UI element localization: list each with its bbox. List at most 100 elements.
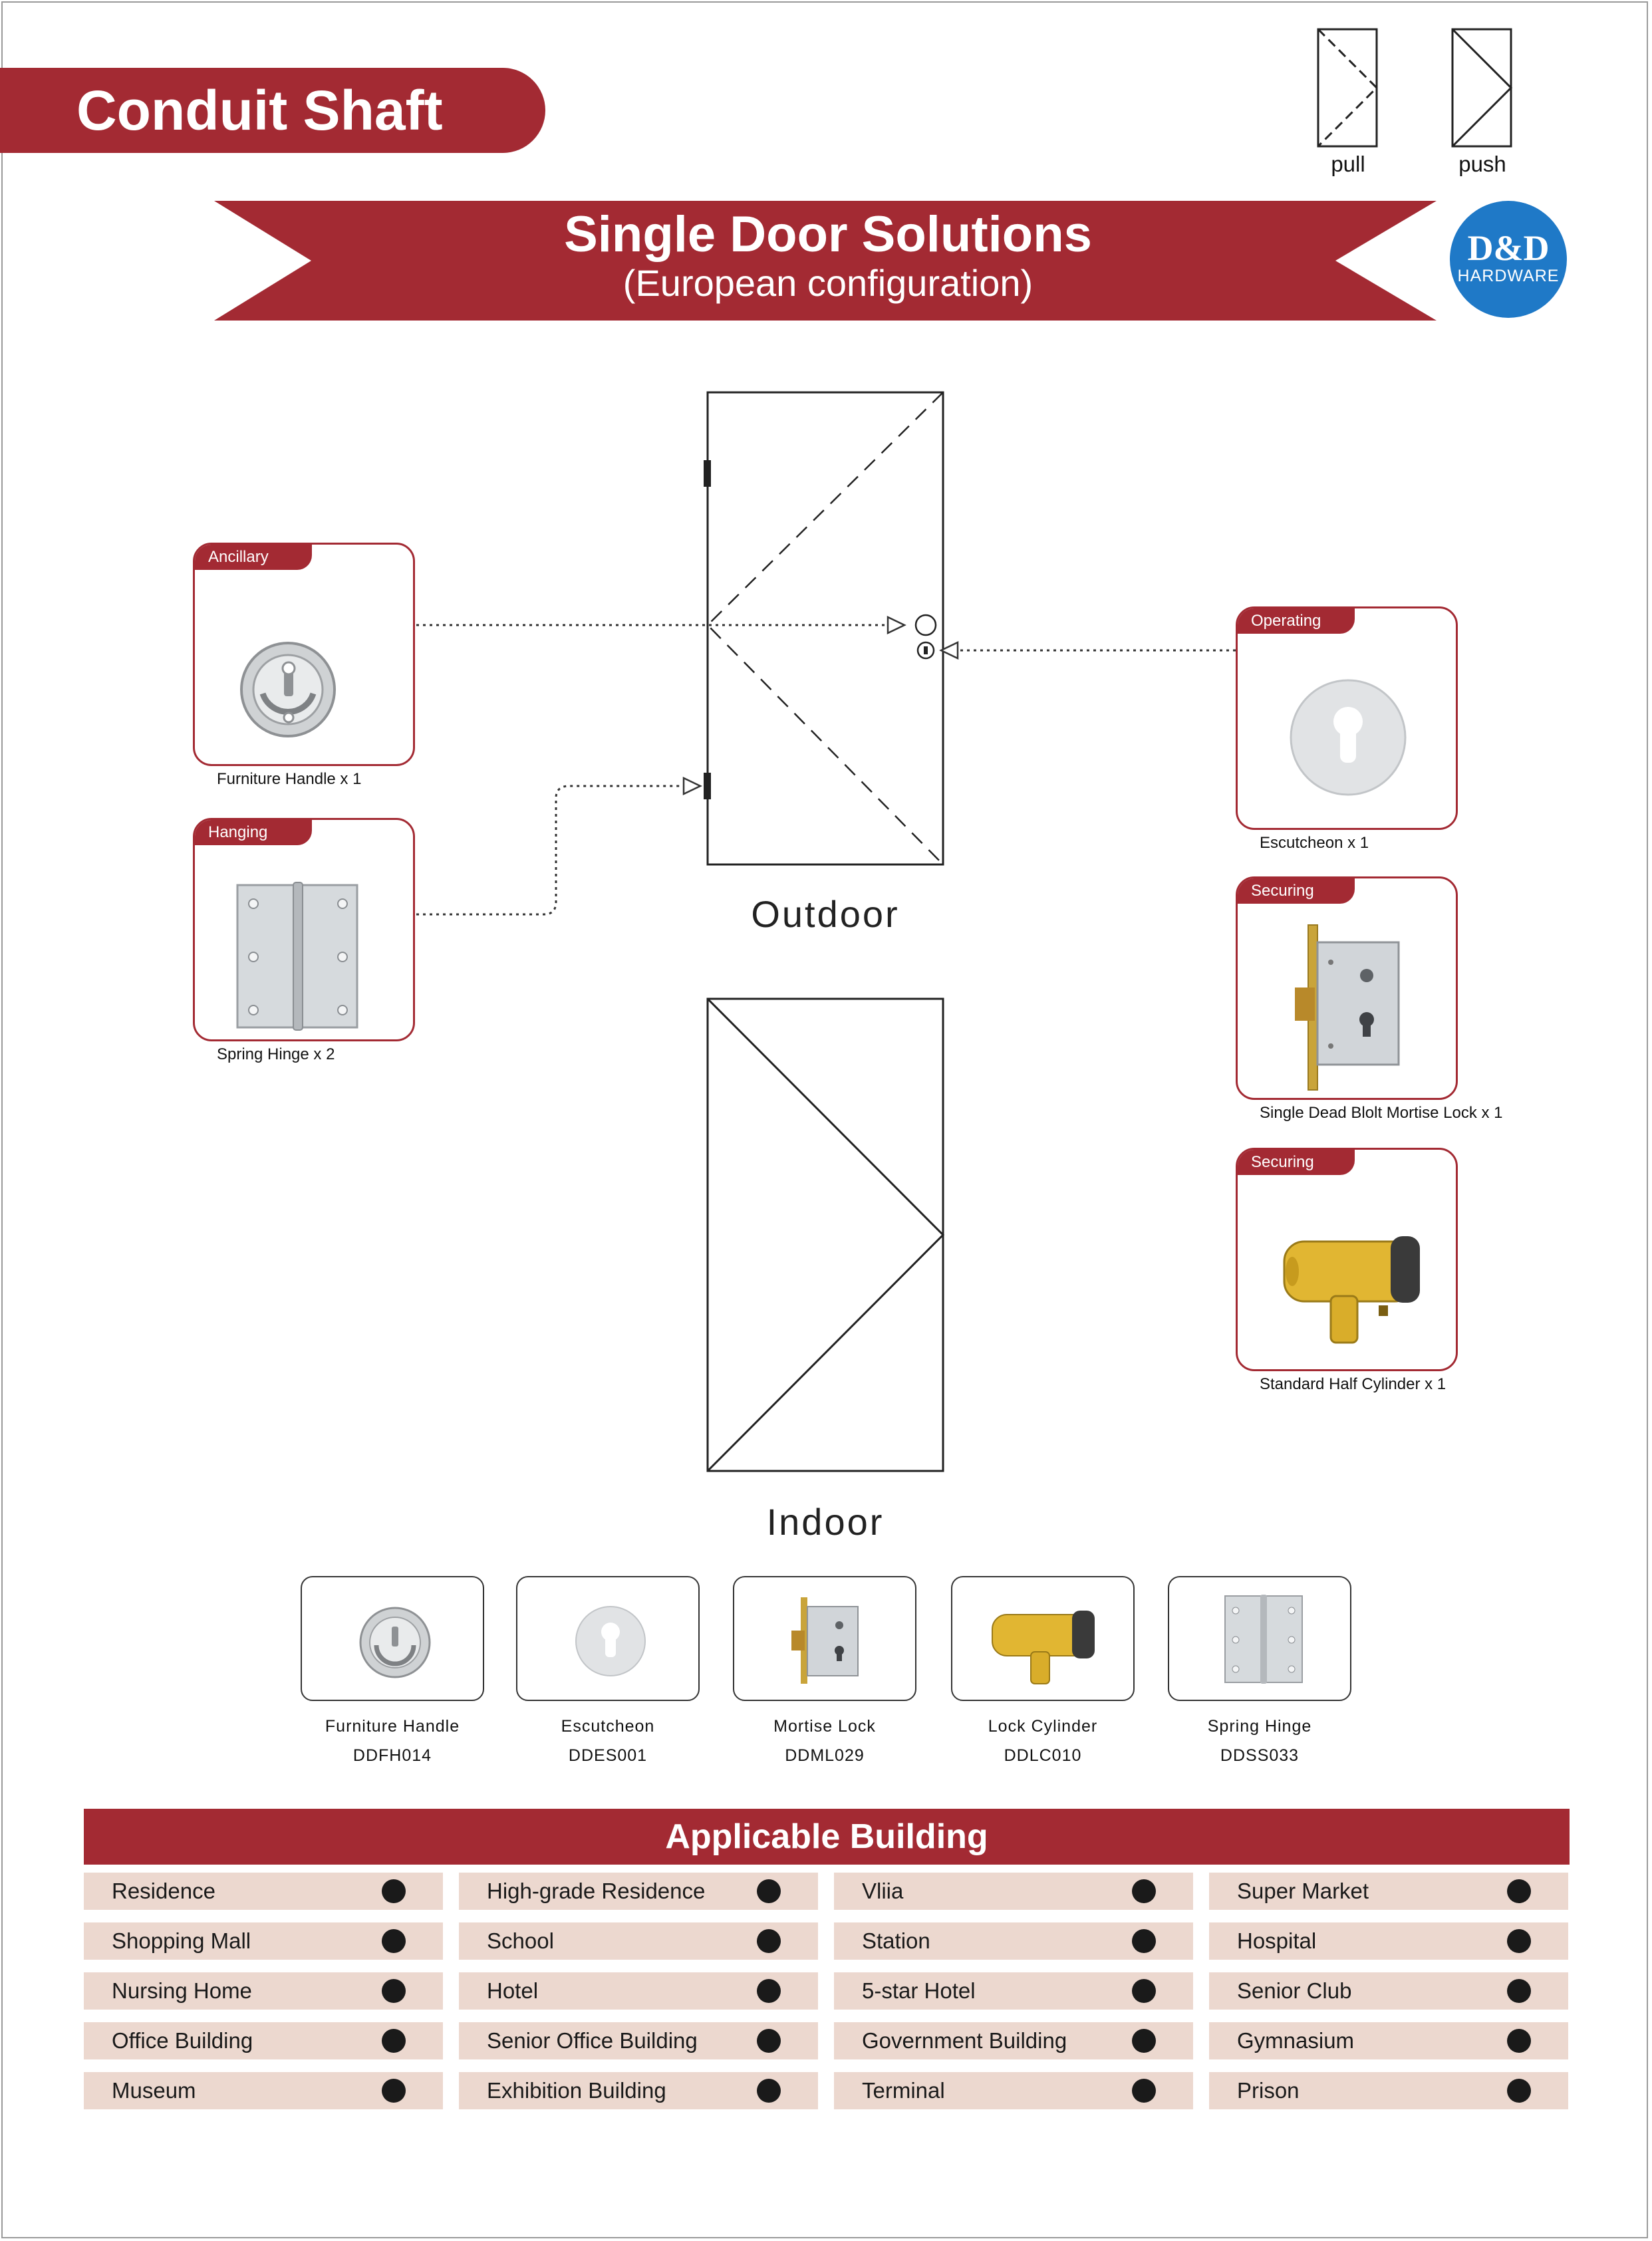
building-name: Station [862,1928,930,1953]
building-row: Vliia [834,1873,1193,1910]
indoor-door [706,997,944,1472]
push-swing-icon [1451,28,1513,148]
bom-code: DDSS033 [1220,1746,1300,1765]
bom-code: DDML029 [785,1746,865,1765]
bullet-dot-icon [757,2079,781,2103]
building-row: Museum [84,2072,443,2109]
bom-card-mortise-lock [733,1576,916,1701]
bom-card-lock-cylinder [951,1576,1135,1701]
bullet-dot-icon [1507,1929,1531,1953]
bom-card-spring-hinge [1168,1576,1351,1701]
building-row: Station [834,1922,1193,1960]
building-row: Senior Club [1209,1972,1568,2010]
building-name: Hotel [487,1978,539,2003]
bullet-dot-icon [1132,2029,1156,2053]
bom-card-furniture-handle [301,1576,484,1701]
building-row: Office Building [84,2022,443,2059]
product-caption: Escutcheon x 1 [1260,834,1369,852]
building-row: Super Market [1209,1873,1568,1910]
bom-code: DDFH014 [352,1746,432,1765]
bullet-dot-icon [1507,1979,1531,2003]
building-row: Terminal [834,2072,1193,2109]
furniture-handle-icon [240,642,336,737]
bullet-dot-icon [1132,1879,1156,1903]
building-name: Senior Office Building [487,2028,698,2053]
pull-label: pull [1331,152,1365,176]
bullet-dot-icon [757,1929,781,1953]
applicable-building-header: Applicable Building [84,1809,1570,1865]
building-name: Hospital [1237,1928,1317,1953]
bullet-dot-icon [382,2029,406,2053]
building-row: School [459,1922,818,1960]
banner-title: Single Door Solutions [564,206,1092,263]
building-row: High-grade Residence [459,1873,818,1910]
product-tag: Ancillary [195,545,312,570]
building-row: Government Building [834,2022,1193,2059]
product-card-half-cylinder: Securing [1236,1148,1458,1371]
building-name: Shopping Mall [112,1928,251,1953]
product-caption: Spring Hinge x 2 [217,1045,335,1063]
building-name: Government Building [862,2028,1067,2053]
building-name: Terminal [862,2078,945,2103]
bullet-dot-icon [757,1979,781,2003]
mortise-lock-icon [1295,924,1400,1091]
hinge-mark-bottom [704,773,711,799]
bullet-dot-icon [1132,1979,1156,2003]
bullet-dot-icon [1132,1929,1156,1953]
product-caption: Standard Half Cylinder x 1 [1260,1375,1446,1393]
building-row: Exhibition Building [459,2072,818,2109]
building-name: School [487,1928,554,1953]
bullet-dot-icon [757,2029,781,2053]
building-row: Gymnasium [1209,2022,1568,2059]
building-row: Residence [84,1873,443,1910]
product-tag: Securing [1238,1150,1355,1175]
building-row: 5-star Hotel [834,1972,1193,2010]
building-name: Prison [1237,2078,1300,2103]
page-title: Conduit Shaft [0,68,545,153]
building-row: Senior Office Building [459,2022,818,2059]
escutcheon-mark [914,614,937,636]
product-tag: Securing [1238,878,1355,904]
product-card-mortise-lock: Securing [1236,876,1458,1100]
hinge-mark-top [704,460,711,487]
escutcheon-icon [1290,679,1407,796]
building-row: Hospital [1209,1922,1568,1960]
building-name: Vliia [862,1879,904,1903]
bom-name: Spring Hinge [1207,1717,1312,1736]
indoor-label: Indoor [766,1501,885,1543]
bom-code: DDES001 [568,1746,648,1765]
escutcheon-icon [575,1606,646,1676]
bom-name: Mortise Lock [773,1717,876,1736]
logo-sub-text: HARDWARE [1457,267,1560,285]
building-name: Office Building [112,2028,253,2053]
bom-name: Escutcheon [561,1717,655,1736]
product-tag: Operating [1238,608,1355,634]
building-row: Hotel [459,1972,818,2010]
product-caption: Furniture Handle x 1 [217,770,362,788]
building-name: 5-star Hotel [862,1978,976,2003]
product-card-furniture-handle: Ancillary [193,543,415,766]
spring-hinge-icon [1224,1595,1303,1684]
mortise-lock-icon [791,1597,859,1684]
pull-swing-icon [1317,28,1379,148]
bullet-dot-icon [757,1879,781,1903]
building-row: Prison [1209,2072,1568,2109]
outdoor-label: Outdoor [751,893,900,935]
push-label: push [1458,152,1506,176]
product-card-spring-hinge: Hanging [193,818,415,1041]
half-cylinder-icon [1283,1236,1420,1344]
banner-ribbon [214,201,1437,321]
bullet-dot-icon [382,2079,406,2103]
bullet-dot-icon [1507,2079,1531,2103]
product-caption: Single Dead Blolt Mortise Lock x 1 [1260,1104,1503,1122]
door-diagram [416,391,1236,1472]
bullet-dot-icon [1132,2079,1156,2103]
spring-hinge-icon [236,882,358,1031]
bom-code: DDLC010 [1004,1746,1082,1765]
brand-logo: D&D HARDWARE [1450,201,1567,318]
half-cylinder-icon [992,1611,1095,1684]
bullet-dot-icon [382,1879,406,1903]
banner: Single Door Solutions (European configur… [412,207,1244,305]
banner-subtitle: (European configuration) [622,262,1033,304]
